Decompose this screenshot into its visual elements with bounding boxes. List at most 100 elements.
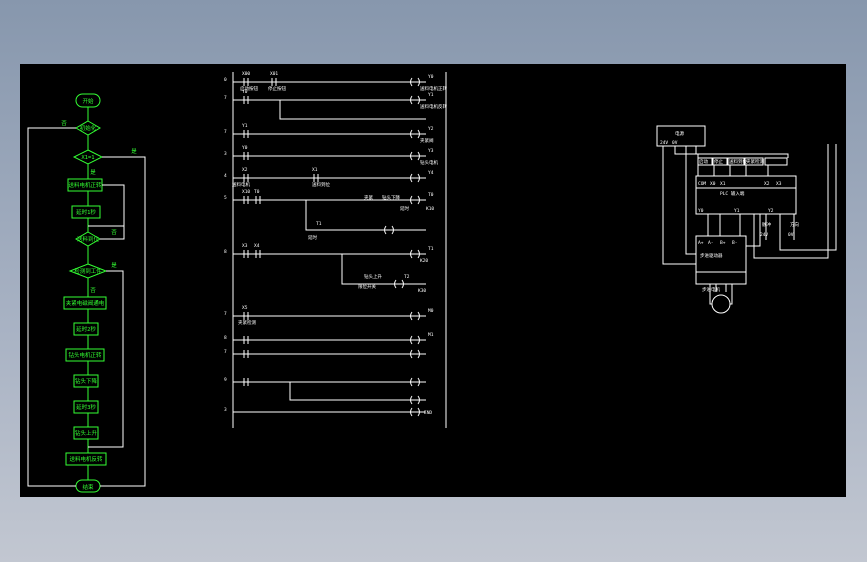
rung-number: 7 bbox=[224, 311, 227, 317]
contact-address: T1 bbox=[316, 221, 322, 227]
coil-address: Y3 bbox=[428, 148, 434, 154]
input-device bbox=[697, 157, 713, 166]
flow-loop-line bbox=[100, 212, 125, 240]
rung-number: 8 bbox=[224, 335, 227, 341]
terminal-label: A+ bbox=[698, 240, 704, 246]
flow-process bbox=[65, 348, 105, 362]
contact-address: X1 bbox=[312, 167, 318, 173]
flow-step-label: 延时1秒 bbox=[76, 208, 96, 216]
flow-step-label: 钻头电机正转 bbox=[68, 351, 102, 359]
contact-address: Y0 bbox=[242, 89, 248, 95]
rung-number: 5 bbox=[224, 195, 227, 201]
contact-address: X00 bbox=[242, 71, 250, 77]
terminal-label: 方向 bbox=[790, 221, 799, 228]
flow-no-label: 否 bbox=[90, 287, 96, 294]
ladder-labels: 0 7 7 3 4 5 8 7 8 7 9 3 X00 X01 启动按钮 停止按… bbox=[224, 71, 447, 416]
stepper-driver-box bbox=[695, 235, 747, 285]
coil-note: 延时 bbox=[400, 205, 409, 212]
ladder-branch bbox=[279, 100, 426, 120]
flow-no-label: 否 bbox=[61, 120, 67, 127]
coil-address: M1 bbox=[428, 332, 434, 338]
power-supply-label: 电源 bbox=[675, 130, 684, 137]
input-label: 夹紧检测 bbox=[746, 158, 764, 165]
flow-end-label: 结束 bbox=[82, 483, 94, 491]
terminal-label: B- bbox=[732, 240, 737, 246]
input-device bbox=[727, 157, 745, 166]
terminal-label: A- bbox=[708, 240, 713, 246]
coil-address: T1 bbox=[428, 246, 434, 252]
wire bbox=[674, 146, 698, 155]
contact-address: X2 bbox=[242, 167, 248, 173]
coil-note: K10 bbox=[426, 206, 434, 212]
motor-wire bbox=[709, 284, 712, 305]
flow-loop-line bbox=[100, 156, 146, 487]
contact-address: X10 bbox=[242, 189, 250, 195]
motor-wire bbox=[730, 284, 733, 305]
flow-decision-label: 检测到工件 bbox=[74, 267, 102, 275]
rung-number: 3 bbox=[224, 151, 227, 157]
terminal-label: X1 bbox=[720, 181, 726, 187]
terminal-label: 24V bbox=[660, 140, 668, 146]
cad-drawing-canvas: 开始 结束 初始化 X1=1 送料到位 检测到工件 送料电机正转 延时1秒 夹紧… bbox=[27, 71, 837, 493]
terminal-label: 0V bbox=[672, 140, 678, 146]
flow-yes-label: 是 bbox=[111, 262, 117, 269]
flow-process bbox=[73, 374, 99, 388]
flow-decision-label: 送料到位 bbox=[77, 235, 100, 243]
power-supply-box bbox=[656, 125, 706, 147]
plc-label: PLC 输入端 bbox=[720, 190, 745, 197]
ladder-coils bbox=[384, 77, 420, 417]
stepper-motor bbox=[711, 294, 731, 314]
cad-drawing-viewport[interactable]: 开始 结束 初始化 X1=1 送料到位 检测到工件 送料电机正转 延时1秒 夹紧… bbox=[20, 64, 846, 497]
flow-step-label: 钻头上升 bbox=[75, 429, 98, 437]
coil-address: Y0 bbox=[428, 74, 434, 80]
coil-address: M0 bbox=[428, 308, 434, 314]
rung-number: 4 bbox=[224, 173, 227, 179]
coil-note: 送料电机正转 bbox=[420, 85, 447, 92]
contact-note: 夹紧 bbox=[364, 194, 373, 201]
flow-yes-label: 是 bbox=[90, 169, 96, 176]
flowchart bbox=[63, 93, 108, 493]
coil-note: 钻头电机 bbox=[420, 159, 438, 166]
flow-no-label: 否 bbox=[111, 229, 117, 236]
coil-note: 夹紧阀 bbox=[420, 137, 434, 144]
wiring-labels: 电源 24V 0V PLC 输入端 步进驱动器 步进电机 启动 停止 送料到位 … bbox=[660, 130, 799, 293]
flow-process bbox=[73, 426, 99, 440]
coil-address: Y4 bbox=[428, 170, 434, 176]
contact-note: 限位开关 bbox=[358, 283, 376, 290]
flow-decision-label: X1=1 bbox=[81, 155, 94, 161]
input-device bbox=[744, 157, 764, 166]
terminal-label: 24V bbox=[760, 232, 768, 238]
coil-address: Y2 bbox=[428, 126, 434, 132]
contact-address: X3 bbox=[242, 243, 248, 249]
ladder-branch bbox=[341, 254, 426, 285]
contact-address: X4 bbox=[254, 243, 260, 249]
flow-step-label: 送料电机正转 bbox=[68, 181, 102, 189]
flow-step-label: 夹紧电磁阀通电 bbox=[66, 299, 105, 307]
contact-note: 停止按钮 bbox=[268, 85, 286, 92]
flow-labels: 开始 结束 初始化 X1=1 送料到位 检测到工件 送料电机正转 延时1秒 夹紧… bbox=[61, 97, 137, 491]
input-label: 启动 bbox=[699, 158, 708, 165]
wire bbox=[753, 144, 829, 259]
coil-note: K30 bbox=[418, 288, 426, 294]
driver-label: 步进驱动器 bbox=[700, 252, 723, 259]
coil-note: K20 bbox=[420, 258, 428, 264]
flow-process bbox=[73, 400, 99, 414]
rung-number: 7 bbox=[224, 95, 227, 101]
terminal-label: COM bbox=[698, 181, 706, 187]
wire bbox=[779, 144, 837, 251]
ladder-branch bbox=[289, 382, 426, 401]
contact-note: 送料电机 bbox=[232, 181, 250, 188]
contact-note: 送料到位 bbox=[312, 181, 330, 188]
contact-note: 启动按钮 bbox=[240, 85, 258, 92]
coil-note: 送料电机反转 bbox=[420, 103, 447, 110]
terminal-label: Y0 bbox=[698, 208, 704, 214]
coil-address: T0 bbox=[428, 192, 434, 198]
flow-step-label: 延时3秒 bbox=[76, 403, 96, 411]
contact-address: T0 bbox=[254, 189, 260, 195]
flow-yes-label: 是 bbox=[131, 148, 137, 155]
flow-process bbox=[71, 205, 101, 219]
ladder-contacts bbox=[243, 78, 319, 386]
contact-address: Y0 bbox=[242, 145, 248, 151]
flow-step-label: 延时2秒 bbox=[76, 325, 96, 333]
flow-loop-line bbox=[88, 270, 124, 448]
